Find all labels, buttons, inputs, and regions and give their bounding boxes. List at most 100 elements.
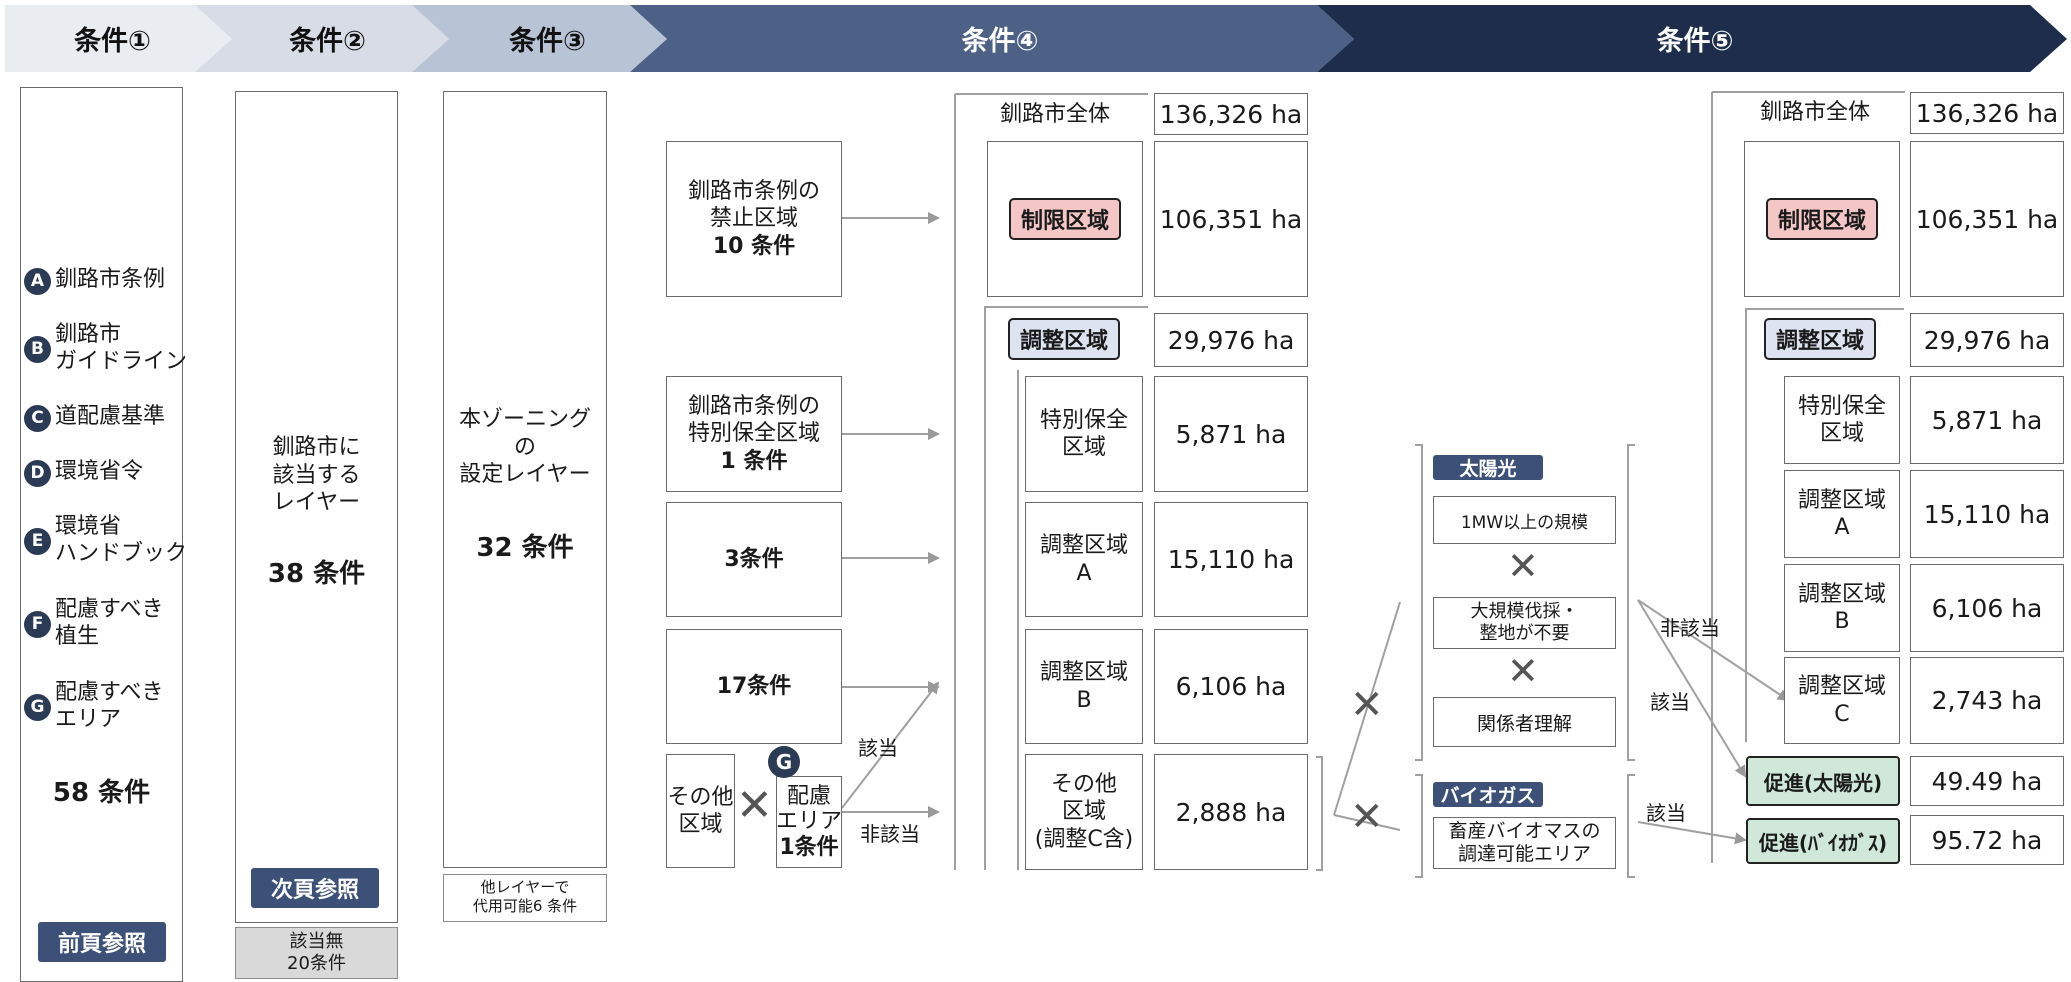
col3-box bbox=[443, 91, 607, 868]
col1-count: 58 条件 bbox=[52, 778, 151, 808]
legend-text-a: 釧路市条例 bbox=[55, 267, 166, 292]
criterion-1mw: 1MW以上の規模 bbox=[1433, 496, 1616, 544]
c5-promote-bio-ha-text: 95.72 ha bbox=[1931, 825, 2043, 855]
bracket-bio-left bbox=[1415, 774, 1423, 878]
mark-f: F bbox=[24, 611, 51, 638]
bracket-other-right bbox=[1316, 756, 1323, 871]
cross-icon: ✕ bbox=[736, 780, 773, 831]
col2-count: 38 条件 bbox=[267, 559, 366, 589]
zone-adjA-ha: 15,110 ha bbox=[1154, 502, 1308, 617]
input-g-area-count: 1条件 bbox=[779, 834, 839, 860]
input-prohibited-count: 10 条件 bbox=[712, 233, 796, 259]
legend-item-a: A 釧路市条例 bbox=[24, 267, 165, 295]
legend-item-g: G 配慮すべき エリア bbox=[24, 680, 163, 734]
c5-adjA: 調整区域 A bbox=[1784, 470, 1900, 558]
zone-whole-topline bbox=[955, 93, 1148, 95]
c5-restricted: 制限区域 bbox=[1744, 141, 1900, 297]
c5-promote-solar: 促進(太陽光) bbox=[1746, 756, 1900, 806]
zone-other-ha-text: 2,888 ha bbox=[1175, 797, 1287, 827]
arrow-g-applicable bbox=[841, 681, 940, 809]
c5-adjust-ha-text: 29,976 ha bbox=[1923, 325, 2051, 355]
col3-note: 他レイヤーで 代用可能6 条件 bbox=[443, 874, 607, 922]
c5-adjC-ha: 2,743 ha bbox=[1910, 657, 2064, 744]
input-g-area-text: 配慮 エリア bbox=[776, 784, 843, 835]
c5-whole-label: 釧路市全体 bbox=[1760, 100, 1871, 125]
c5-adjust-ha: 29,976 ha bbox=[1910, 313, 2064, 367]
zone-adjB-ha-text: 6,106 ha bbox=[1175, 672, 1287, 701]
input-other-area-text: その他 区域 bbox=[667, 784, 734, 838]
label-applicable-solar: 該当 bbox=[1650, 690, 1690, 714]
zone-adjust-label: 調整区域 bbox=[1008, 318, 1121, 360]
fan-bottom bbox=[1333, 814, 1401, 831]
zone-restricted: 制限区域 bbox=[987, 141, 1143, 297]
arrow-applicable-bio bbox=[1637, 821, 1747, 845]
tag-adjust: 調整区域 bbox=[1008, 318, 1121, 360]
input-other-area: その他 区域 bbox=[666, 754, 735, 868]
legend-item-c: C 道配慮基準 bbox=[24, 404, 165, 432]
c5-restricted-ha-text: 106,351 ha bbox=[1915, 204, 2059, 234]
bracket-bio-right bbox=[1627, 774, 1635, 878]
c5-special: 特別保全 区域 bbox=[1784, 376, 1900, 464]
input-prohibited: 釧路市条例の 禁止区域 10 条件 bbox=[666, 141, 842, 297]
mark-e: E bbox=[24, 528, 51, 555]
input-special-text: 釧路市条例の 特別保全区域 bbox=[687, 393, 820, 447]
legend-text-b: 釧路市 ガイドライン bbox=[55, 322, 188, 374]
header-cond4: 条件④ bbox=[961, 26, 1039, 57]
cross-icon: ✕ bbox=[1507, 544, 1539, 588]
label-not-applicable-solar: 非該当 bbox=[1660, 616, 1720, 640]
c5-restricted-ha: 106,351 ha bbox=[1910, 141, 2064, 297]
tag-restricted: 制限区域 bbox=[1008, 198, 1121, 240]
zone-whole-ha-text: 136,326 ha bbox=[1159, 99, 1303, 129]
c5-adjB-ha: 6,106 ha bbox=[1910, 564, 2064, 652]
legend-item-e: E 環境省 ハンドブック bbox=[24, 514, 187, 568]
mark-c: C bbox=[24, 405, 51, 432]
input-prohibited-text: 釧路市条例の 禁止区域 bbox=[687, 178, 820, 232]
zone-special-ha-text: 5,871 ha bbox=[1175, 419, 1287, 449]
header-chevron-bar bbox=[5, 5, 2067, 72]
c5-promote-solar-ha-text: 49.49 ha bbox=[1931, 766, 2043, 796]
c5-adjC: 調整区域 C bbox=[1784, 657, 1900, 744]
header-cond3: 条件③ bbox=[509, 26, 586, 57]
c5-whole-ha: 136,326 ha bbox=[1910, 92, 2064, 134]
c5-adjust-label: 調整区域 bbox=[1764, 318, 1877, 360]
zone-adjB-ha: 6,106 ha bbox=[1154, 629, 1308, 744]
input-special: 釧路市条例の 特別保全区域 1 条件 bbox=[666, 376, 842, 492]
zone-adjust-ha: 29,976 ha bbox=[1154, 313, 1308, 367]
cross-icon: ✕ bbox=[1350, 794, 1384, 840]
legend-text-e: 環境省 ハンドブック bbox=[55, 514, 188, 566]
c5-whole-ha-text: 136,326 ha bbox=[1915, 98, 2059, 128]
zone-special: 特別保全 区域 bbox=[1025, 376, 1143, 492]
bracket-solar-right bbox=[1627, 444, 1635, 761]
label-bio: バイオガス bbox=[1433, 782, 1543, 807]
next-page-button[interactable]: 次頁参照 bbox=[251, 868, 379, 908]
criterion-stakeholder: 関係者理解 bbox=[1433, 697, 1616, 747]
zone-other: その他 区域 (調整C含) bbox=[1025, 754, 1143, 870]
c5-special-ha-text: 5,871 ha bbox=[1931, 405, 2043, 435]
c5-adjC-ha-text: 2,743 ha bbox=[1931, 686, 2043, 715]
mark-a: A bbox=[24, 268, 51, 295]
zone-whole-label: 釧路市全体 bbox=[1000, 102, 1111, 127]
c5-promote-bio-ha: 95.72 ha bbox=[1910, 815, 2064, 865]
label-not-applicable: 非該当 bbox=[860, 822, 920, 846]
prev-page-button[interactable]: 前頁参照 bbox=[38, 922, 166, 962]
zone-adjust-topline bbox=[985, 306, 1148, 308]
input-17: 17条件 bbox=[666, 629, 842, 744]
chevron-cond4 bbox=[630, 5, 1354, 72]
c5-promote-solar-ha: 49.49 ha bbox=[1910, 756, 2064, 806]
legend-item-f: F 配慮すべき 植生 bbox=[24, 597, 163, 651]
zone-other-ha: 2,888 ha bbox=[1154, 754, 1308, 870]
header-cond2: 条件② bbox=[289, 26, 366, 57]
label-applicable-bio: 該当 bbox=[1646, 801, 1686, 825]
mark-b: B bbox=[24, 336, 51, 363]
input-3: 3条件 bbox=[666, 502, 842, 617]
zone-adjust-ha-text: 29,976 ha bbox=[1167, 325, 1295, 355]
legend-text-c: 道配慮基準 bbox=[55, 404, 166, 429]
c5-adjust-topline bbox=[1746, 308, 1904, 310]
arrow-applicable-solar bbox=[1637, 599, 1747, 778]
input-17-count: 17条件 bbox=[716, 673, 792, 699]
legend-text-d: 環境省令 bbox=[55, 459, 144, 484]
legend-item-d: D 環境省令 bbox=[24, 459, 143, 487]
col3-count: 32 条件 bbox=[476, 533, 574, 563]
zone-restricted-ha: 106,351 ha bbox=[1154, 141, 1308, 297]
